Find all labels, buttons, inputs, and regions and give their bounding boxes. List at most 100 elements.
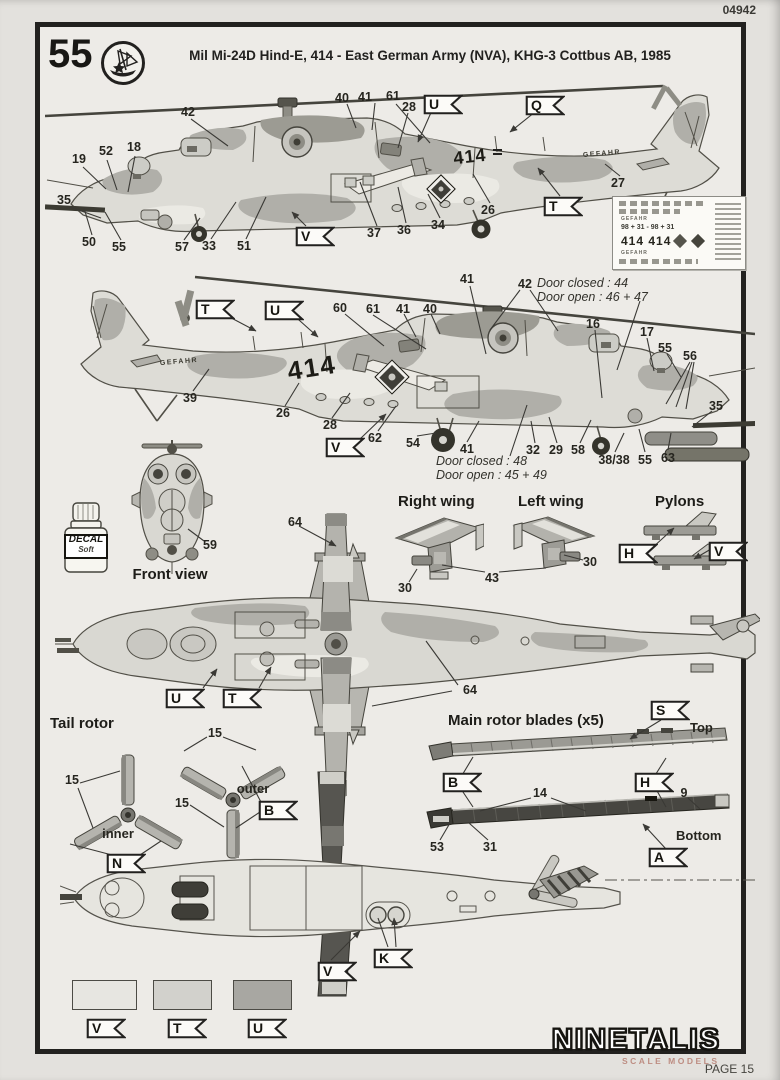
part-callout: 35 bbox=[57, 193, 71, 207]
door-note: Door closed : 44 bbox=[537, 276, 629, 290]
part-callout: 64 bbox=[463, 683, 477, 697]
part-callout: 33 bbox=[202, 239, 216, 253]
part-callout: 17 bbox=[640, 325, 654, 339]
outer-label: outer bbox=[236, 781, 270, 796]
part-callout: 55 bbox=[638, 453, 652, 467]
paint-flag-u: U bbox=[247, 1018, 287, 1039]
part-callout: 35 bbox=[709, 399, 723, 413]
part-callout: 16 bbox=[586, 317, 600, 331]
part-callout: 60 bbox=[333, 301, 347, 315]
part-callout: 15 bbox=[175, 796, 189, 810]
step-number: 55 bbox=[48, 32, 93, 76]
part-callout: 56 bbox=[683, 349, 697, 363]
paint-flag-t: T bbox=[222, 688, 262, 709]
paint-flag-k: K bbox=[373, 948, 413, 969]
part-callout: 14 bbox=[533, 786, 547, 800]
paint-flag-h: H bbox=[634, 772, 674, 793]
publisher-tagline: SCALE MODELS bbox=[622, 1056, 720, 1066]
decal-column bbox=[715, 203, 741, 263]
part-callout: 40 bbox=[423, 302, 437, 316]
part-callout: 31 bbox=[483, 840, 497, 854]
paint-flag-v: V bbox=[708, 541, 748, 562]
colour-swatch-v bbox=[72, 980, 137, 1010]
paint-flag-v: V bbox=[295, 226, 335, 247]
paint-flag-h: H bbox=[618, 543, 658, 564]
main-rotor-label: Main rotor blades (x5) bbox=[448, 712, 604, 729]
part-callout: 42 bbox=[518, 277, 532, 291]
decal-sheet-preview: GEFAHR 98 + 31 - 98 + 31 414 414 GEFAHR bbox=[612, 196, 746, 270]
left-wing-label: Left wing bbox=[518, 493, 584, 510]
paint-flag-b: B bbox=[258, 800, 298, 821]
paint-flag-t: T bbox=[167, 1018, 207, 1039]
decal-text: 414 414 bbox=[621, 234, 672, 248]
part-callout: 34 bbox=[431, 218, 445, 232]
decal-softener-bottle bbox=[64, 502, 108, 573]
brand-roundel-icon bbox=[101, 41, 145, 85]
part-callout: 41 bbox=[396, 302, 410, 316]
paint-flag-t: T bbox=[195, 299, 235, 320]
paint-flag-v: V bbox=[325, 437, 365, 458]
left-wing-illustration bbox=[512, 516, 596, 569]
paint-flag-n: N bbox=[106, 853, 146, 874]
pylons-label: Pylons bbox=[655, 493, 705, 510]
right-wing-illustration bbox=[394, 517, 484, 580]
part-callout: 30 bbox=[583, 555, 597, 569]
part-callout: 63 bbox=[661, 451, 675, 465]
part-callout: 57 bbox=[175, 240, 189, 254]
part-callout: 51 bbox=[237, 239, 251, 253]
bottom-side-label: Bottom bbox=[676, 828, 722, 843]
decal-row bbox=[619, 209, 680, 214]
decal-text: GEFAHR bbox=[621, 216, 648, 222]
door-note: Door open : 46 + 47 bbox=[537, 290, 648, 304]
colour-swatch-t bbox=[153, 980, 212, 1010]
part-callout: 32 bbox=[526, 443, 540, 457]
publisher-logo: NINETALIS bbox=[551, 1024, 721, 1056]
part-callout: 53 bbox=[430, 840, 444, 854]
bottom-view-illustration bbox=[60, 771, 758, 997]
part-callout: 55 bbox=[658, 341, 672, 355]
tail-rotor-label: Tail rotor bbox=[50, 715, 114, 732]
paint-flag-s: S bbox=[650, 700, 690, 721]
decal-diamond bbox=[690, 233, 706, 249]
part-callout: 42 bbox=[181, 105, 195, 119]
aircraft-code: 414 bbox=[452, 144, 488, 169]
part-callout: 41 bbox=[358, 90, 372, 104]
door-note: Door closed : 48 bbox=[436, 454, 528, 468]
paint-flag-u: U bbox=[264, 300, 304, 321]
part-callout: 62 bbox=[368, 431, 382, 445]
part-callout: 15 bbox=[65, 773, 79, 787]
paint-flag-t: T bbox=[543, 196, 583, 217]
part-callout: 28 bbox=[323, 418, 337, 432]
part-callout: 41 bbox=[460, 272, 474, 286]
inner-label: inner bbox=[102, 826, 134, 841]
tail-rotor-illustration bbox=[74, 754, 286, 859]
part-callout: 36 bbox=[397, 223, 411, 237]
part-callout: 26 bbox=[276, 406, 290, 420]
colour-swatch-u bbox=[233, 980, 292, 1010]
part-callout: 27 bbox=[611, 176, 625, 190]
part-callout: 64 bbox=[288, 515, 302, 529]
part-callout: 54 bbox=[406, 436, 420, 450]
part-callout: 29 bbox=[549, 443, 563, 457]
kit-number: 04942 bbox=[722, 3, 756, 17]
top-view-illustration bbox=[55, 513, 760, 797]
right-wing-label: Right wing bbox=[398, 493, 475, 510]
part-callout: 39 bbox=[183, 391, 197, 405]
part-callout: 26 bbox=[481, 203, 495, 217]
part-callout: 59 bbox=[203, 538, 217, 552]
bottle-sublabel: Soft bbox=[78, 545, 94, 554]
front-view-label: Front view bbox=[132, 566, 208, 583]
part-callout: 40 bbox=[335, 91, 349, 105]
paint-flag-v: V bbox=[317, 961, 357, 982]
paint-flag-q: Q bbox=[525, 95, 565, 116]
paint-flag-u: U bbox=[423, 94, 463, 115]
decal-text: GEFAHR bbox=[621, 250, 648, 256]
part-callout: 43 bbox=[485, 571, 499, 585]
part-callout: 9 bbox=[680, 786, 688, 800]
top-side-label: Top bbox=[690, 720, 713, 735]
decal-text: 98 + 31 - 98 + 31 bbox=[621, 224, 675, 231]
door-note: Door open : 45 + 49 bbox=[436, 468, 547, 482]
part-callout: 52 bbox=[99, 144, 113, 158]
part-callout: 58 bbox=[571, 443, 585, 457]
decal-row bbox=[619, 201, 707, 206]
